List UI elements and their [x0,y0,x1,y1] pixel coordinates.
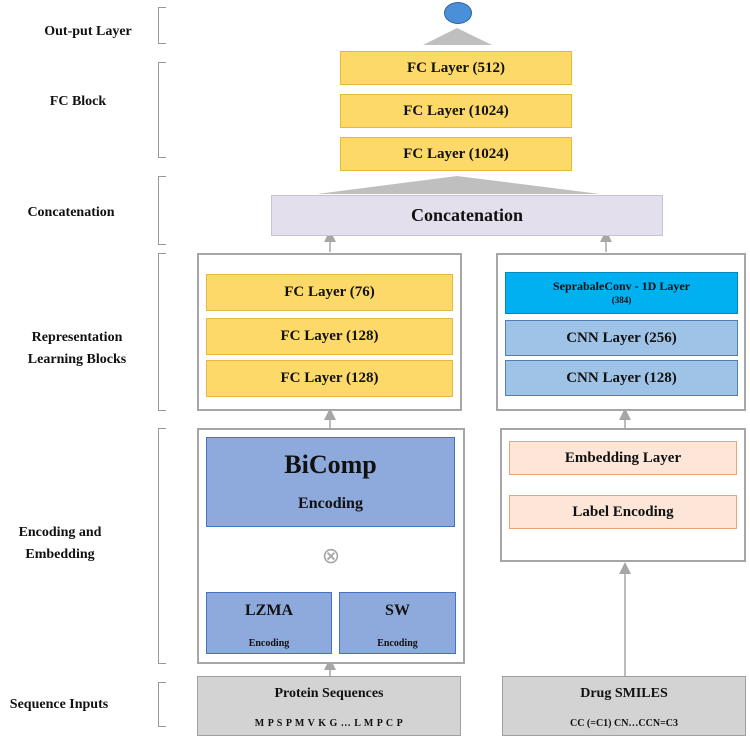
label-output-layer: Out-put Layer [44,24,132,39]
bracket-fc-block [158,62,166,158]
fc-layer-1024-b: FC Layer (1024) [340,137,572,171]
drug-input-sequence: CC (=C1) CN…CCN=C3 [569,718,679,729]
bicomp-subtitle: Encoding [298,495,363,512]
cnn-layer-256: CNN Layer (256) [505,320,738,356]
label-fc-block: FC Block [49,94,107,109]
label-encoding-embedding: Encoding and Embedding [0,522,120,566]
fc-layer-128-a: FC Layer (128) [206,318,453,355]
output-node [444,2,472,24]
label-concatenation: Concatenation [27,205,115,220]
label-representation: Representation Learning Blocks [2,327,152,371]
lzma-subtitle: Encoding [248,638,290,649]
lzma-encoding: LZMA Encoding [206,592,332,654]
fc-layer-1024-a: FC Layer (1024) [340,94,572,128]
sw-subtitle: Encoding [377,638,418,649]
protein-sequence-input: Protein Sequences M P S P M V K G … L M … [197,676,461,736]
fc-layer-128-b: FC Layer (128) [206,360,453,397]
bicomp-encoding: BiComp Encoding [206,437,455,527]
protein-input-title: Protein Sequences [274,686,384,701]
drug-smiles-input: Drug SMILES CC (=C1) CN…CCN=C3 [502,676,746,736]
label-encoding-line2: Embedding [25,547,95,562]
sepconv-layer: SeprabaleConv - 1D Layer (384) [505,272,738,314]
cnn-layer-128: CNN Layer (128) [505,360,738,396]
concatenation-box: Concatenation [271,195,663,236]
label-encoding: Label Encoding [509,495,737,529]
bicomp-title: BiComp [284,450,377,479]
bracket-concatenation [158,176,166,245]
concat-fan [317,176,600,194]
label-sequence-inputs: Sequence Inputs [9,697,109,712]
output-fan [423,28,492,45]
drug-input-title: Drug SMILES [580,686,668,701]
bracket-output [158,7,166,44]
label-representation-line2: Learning Blocks [27,352,127,367]
bracket-encoding [158,428,166,664]
sw-encoding: SW Encoding [339,592,456,654]
lzma-title: LZMA [245,602,293,619]
label-representation-line1: Representation [31,330,123,345]
bracket-representation [158,253,166,411]
fc-layer-76: FC Layer (76) [206,274,453,311]
protein-input-sequence: M P S P M V K G … L M P C P [254,718,404,729]
sw-title: SW [385,602,410,619]
bracket-sequence-inputs [158,682,166,727]
sepconv-title: SeprabaleConv - 1D Layer [553,279,690,293]
fc-layer-512: FC Layer (512) [340,51,572,85]
combine-operator-icon: ⊗ [321,544,341,569]
embedding-layer: Embedding Layer [509,441,737,475]
sepconv-size: (384) [611,295,632,305]
label-encoding-line1: Encoding and [18,525,102,540]
